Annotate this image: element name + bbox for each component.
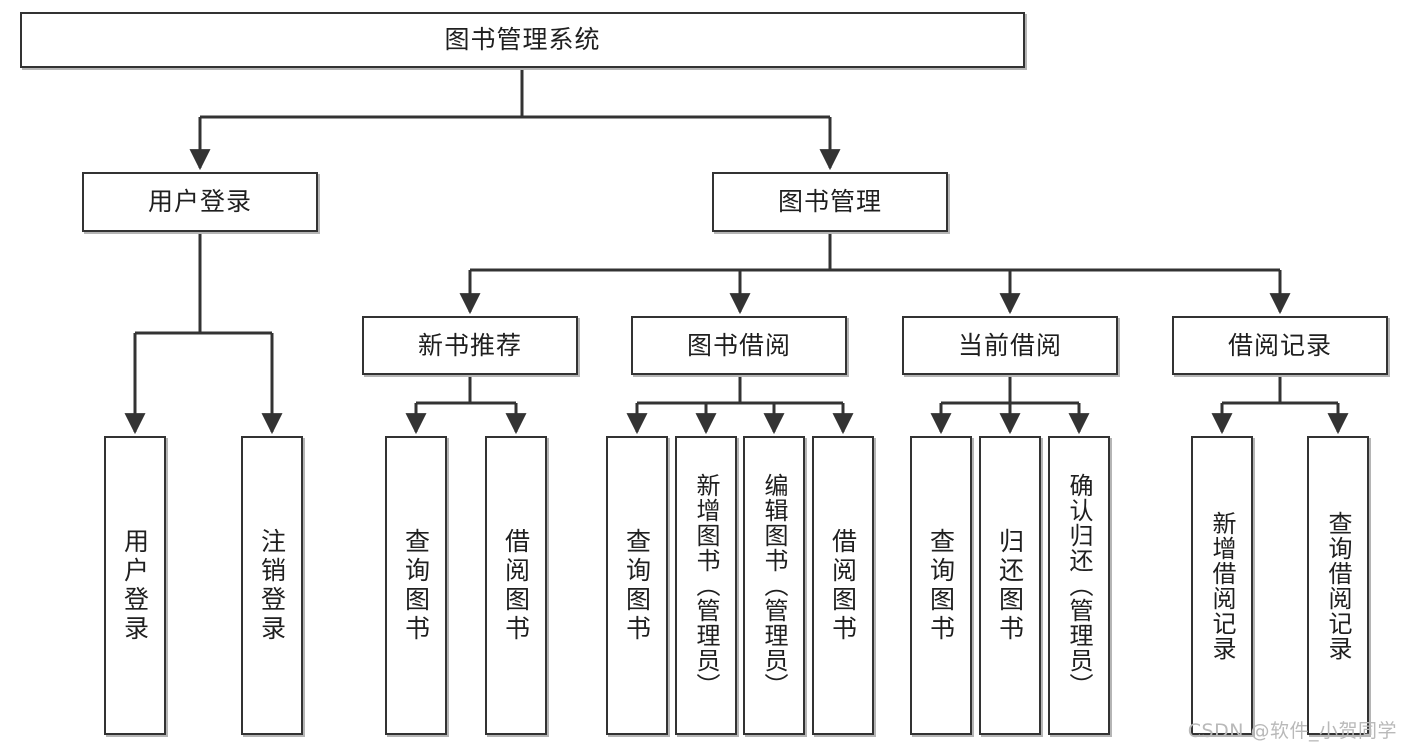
node-leaf-add-book-label: 新增图书（管理员） — [692, 473, 720, 698]
node-leaf-return-book[interactable]: 归还图书 — [979, 436, 1041, 735]
node-leaf-logout-login[interactable]: 注销登录 — [241, 436, 303, 735]
node-book-borrow[interactable]: 图书借阅 — [631, 316, 847, 375]
node-leaf-user-login[interactable]: 用户登录 — [104, 436, 166, 735]
node-new-book-recommend-label: 新书推荐 — [417, 330, 522, 360]
node-leaf-add-book[interactable]: 新增图书（管理员） — [675, 436, 737, 735]
node-book-manage[interactable]: 图书管理 — [712, 172, 948, 232]
node-leaf-edit-book-label: 编辑图书（管理员） — [760, 473, 788, 698]
node-leaf-query-book-3-label: 查询图书 — [926, 527, 956, 644]
node-current-borrow[interactable]: 当前借阅 — [902, 316, 1118, 375]
node-leaf-logout-login-label: 注销登录 — [257, 527, 287, 644]
node-leaf-borrow-book-2-label: 借阅图书 — [828, 527, 858, 644]
node-book-manage-label: 图书管理 — [777, 187, 882, 216]
node-leaf-query-book-1-label: 查询图书 — [401, 527, 431, 644]
node-leaf-query-book-1[interactable]: 查询图书 — [385, 436, 447, 735]
node-borrow-record-label: 借阅记录 — [1227, 330, 1332, 360]
watermark-text: CSDN @软件_小贺同学 — [1187, 720, 1397, 742]
node-leaf-query-book-2[interactable]: 查询图书 — [606, 436, 668, 735]
node-root[interactable]: 图书管理系统 — [20, 12, 1025, 68]
node-leaf-add-record[interactable]: 新增借阅记录 — [1191, 436, 1253, 735]
node-leaf-query-record-label: 查询借阅记录 — [1324, 510, 1352, 661]
node-leaf-borrow-book-2[interactable]: 借阅图书 — [812, 436, 874, 735]
node-leaf-confirm-return-label: 确认归还（管理员） — [1065, 473, 1093, 698]
node-leaf-borrow-book-1-label: 借阅图书 — [501, 527, 531, 644]
node-user-login[interactable]: 用户登录 — [82, 172, 318, 232]
node-book-borrow-label: 图书借阅 — [686, 330, 791, 360]
node-leaf-add-record-label: 新增借阅记录 — [1208, 510, 1236, 661]
node-user-login-label: 用户登录 — [147, 187, 252, 216]
node-leaf-confirm-return[interactable]: 确认归还（管理员） — [1048, 436, 1110, 735]
node-leaf-user-login-label: 用户登录 — [120, 527, 150, 644]
node-leaf-query-book-2-label: 查询图书 — [622, 527, 652, 644]
node-new-book-recommend[interactable]: 新书推荐 — [362, 316, 578, 375]
node-root-label: 图书管理系统 — [444, 25, 601, 54]
node-leaf-query-record[interactable]: 查询借阅记录 — [1307, 436, 1369, 735]
node-current-borrow-label: 当前借阅 — [957, 330, 1062, 360]
node-leaf-borrow-book-1[interactable]: 借阅图书 — [485, 436, 547, 735]
node-borrow-record[interactable]: 借阅记录 — [1172, 316, 1388, 375]
node-leaf-query-book-3[interactable]: 查询图书 — [910, 436, 972, 735]
node-leaf-return-book-label: 归还图书 — [995, 527, 1025, 644]
node-leaf-edit-book[interactable]: 编辑图书（管理员） — [743, 436, 805, 735]
